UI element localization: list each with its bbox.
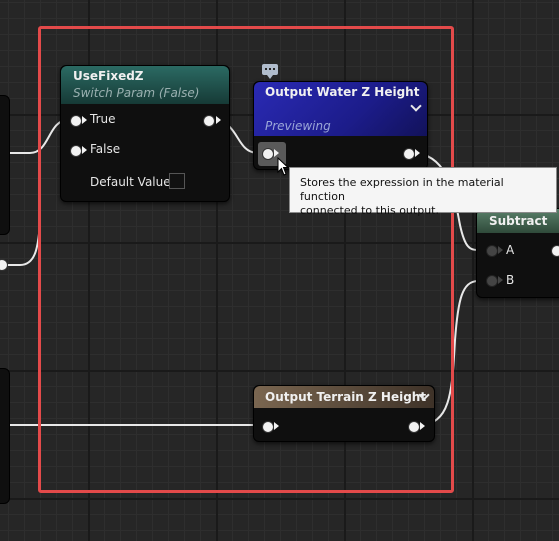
pin-tooltip: Stores the expression in the material fu… xyxy=(289,167,557,217)
subtract-input-pin-a-arrow xyxy=(498,246,503,254)
output-water-output-pin-arrow xyxy=(415,149,420,157)
output-terrain-node[interactable]: Output Terrain Z Height xyxy=(253,385,435,442)
input-pin-true[interactable] xyxy=(70,115,82,127)
input-pin-false[interactable] xyxy=(70,145,82,157)
subtract-input-pin-a[interactable] xyxy=(486,245,498,257)
output-water-node[interactable]: Output Water Z Height Previewing xyxy=(253,81,428,170)
tooltip-line-2: connected to this output. xyxy=(300,204,439,217)
output-terrain-output-pin-arrow xyxy=(420,422,425,430)
output-water-input-pin-arrow xyxy=(274,149,279,157)
subtract-input-label-b: B xyxy=(506,273,515,287)
switch-param-header[interactable]: UseFixedZ Switch Param (False) xyxy=(61,66,229,104)
switch-param-title: UseFixedZ xyxy=(73,69,144,83)
subtract-input-pin-b[interactable] xyxy=(486,275,498,287)
output-pin-switch[interactable] xyxy=(203,115,215,127)
input-label-true: True xyxy=(90,112,116,126)
tooltip-line-1: Stores the expression in the material fu… xyxy=(300,176,504,203)
switch-param-subtitle: Switch Param (False) xyxy=(73,86,200,100)
offscreen-output-pin[interactable] xyxy=(0,259,8,271)
subtract-header[interactable]: Subtract xyxy=(477,209,559,233)
input-pin-false-arrow xyxy=(82,146,87,154)
default-value-label: Default Value xyxy=(90,175,171,189)
switch-param-node[interactable]: UseFixedZ Switch Param (False) True Fals… xyxy=(60,65,230,202)
output-water-header[interactable]: Output Water Z Height Previewing xyxy=(254,82,427,136)
subtract-input-label-a: A xyxy=(506,243,515,257)
default-value-checkbox[interactable] xyxy=(169,173,185,189)
input-pin-true-arrow xyxy=(82,116,87,124)
input-label-false: False xyxy=(90,142,121,156)
output-water-status: Previewing xyxy=(265,119,331,133)
wire-terrain-to-subtract xyxy=(417,280,479,426)
comment-bubble-icon[interactable] xyxy=(262,64,278,79)
offscreen-node-bottom[interactable] xyxy=(0,368,10,504)
mouse-cursor-icon xyxy=(277,157,290,176)
output-terrain-input-pin[interactable] xyxy=(262,421,274,433)
selection-highlight xyxy=(38,26,454,493)
subtract-node[interactable]: Subtract A B xyxy=(476,208,559,298)
output-water-output-pin[interactable] xyxy=(403,148,415,160)
output-pin-switch-arrow xyxy=(216,116,221,124)
subtract-title: Subtract xyxy=(489,214,548,228)
subtract-input-pin-b-arrow xyxy=(498,276,503,284)
output-water-input-pin[interactable] xyxy=(262,148,274,160)
output-terrain-output-pin[interactable] xyxy=(408,421,420,433)
output-terrain-header[interactable]: Output Terrain Z Height xyxy=(254,386,434,408)
output-terrain-input-pin-arrow xyxy=(274,422,279,430)
output-water-title: Output Water Z Height xyxy=(265,85,420,99)
offscreen-node-top[interactable] xyxy=(0,95,10,235)
wire-water-to-subtract xyxy=(411,152,479,251)
output-terrain-title: Output Terrain Z Height xyxy=(265,390,427,404)
subtract-output-pin[interactable] xyxy=(551,245,559,257)
